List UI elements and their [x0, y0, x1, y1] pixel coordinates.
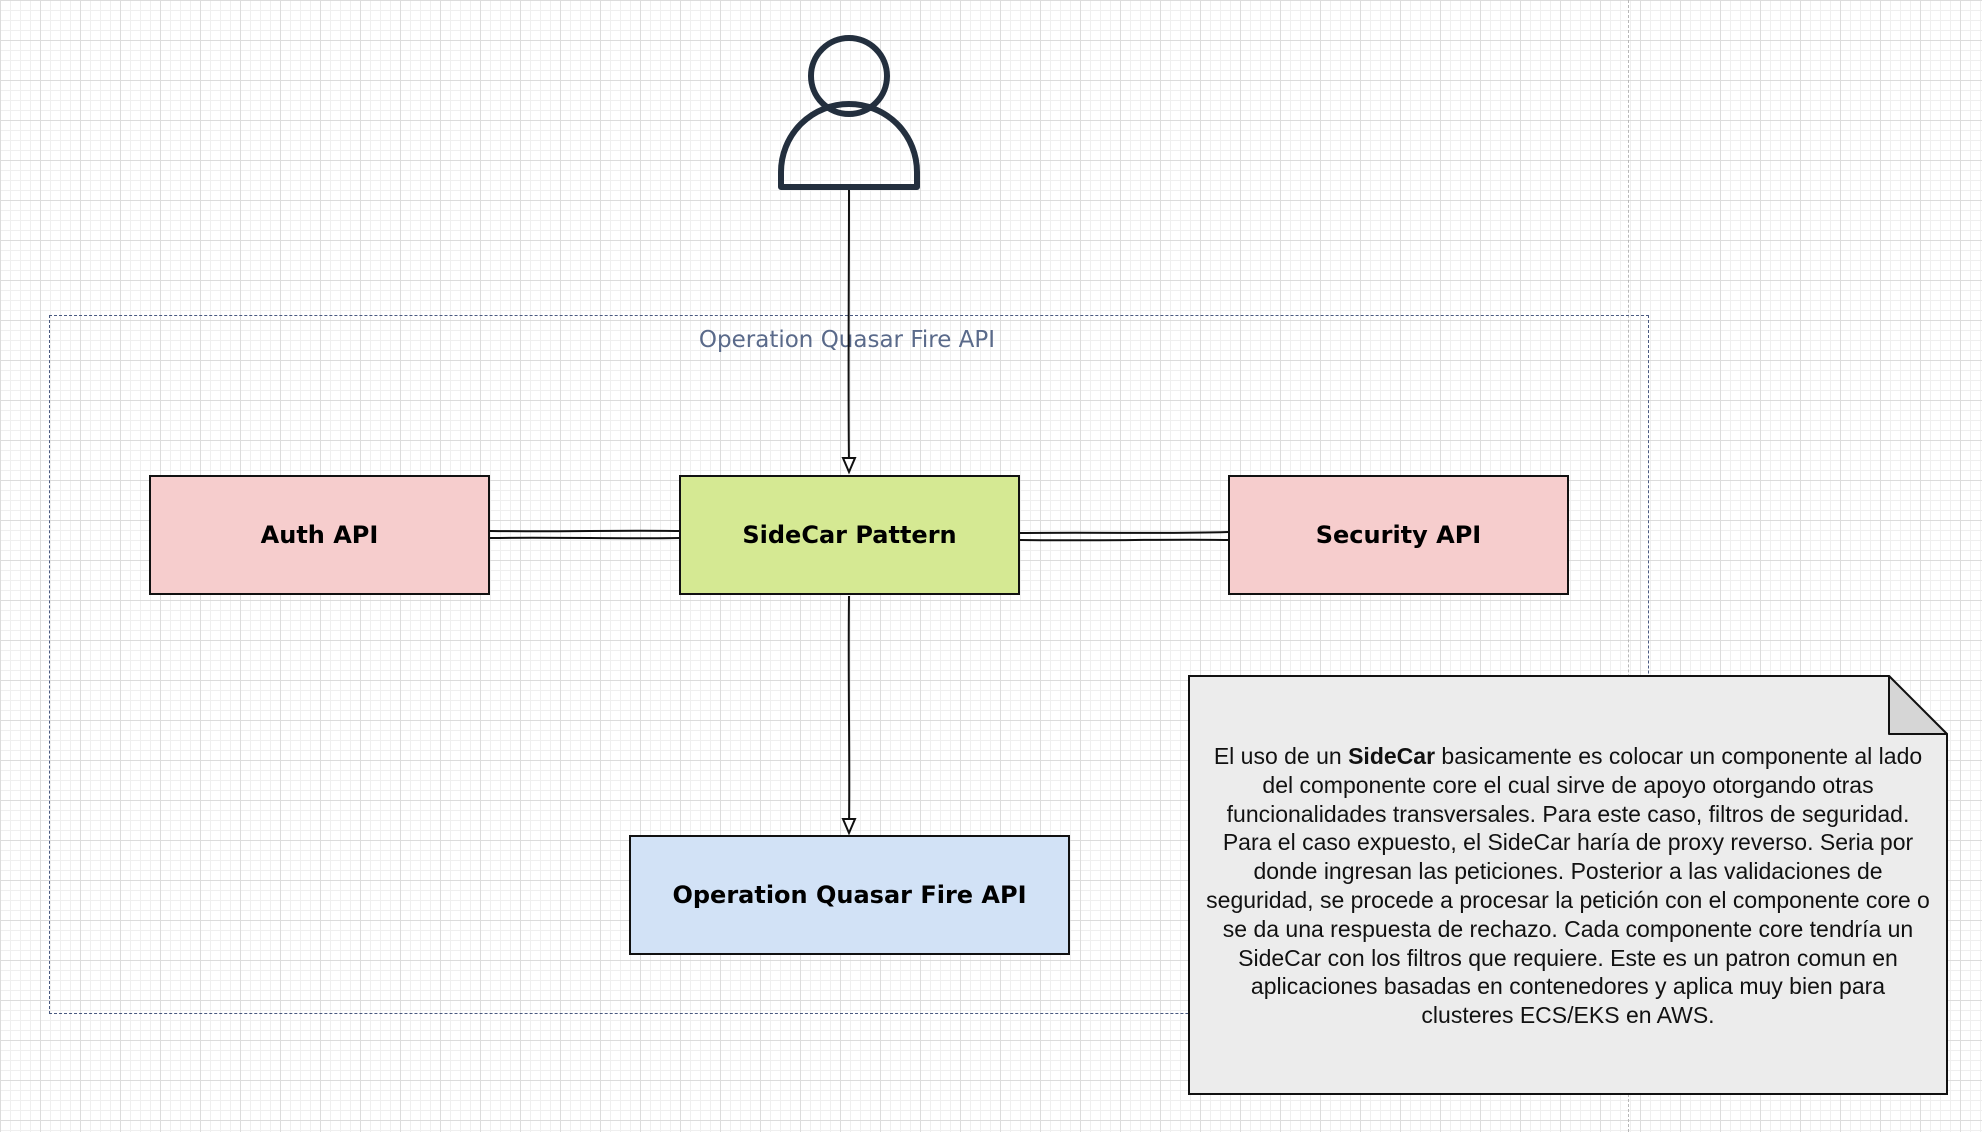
user-icon[interactable]: [778, 35, 920, 190]
core-api-node[interactable]: Operation Quasar Fire API: [629, 835, 1070, 955]
auth-api-node[interactable]: Auth API: [149, 475, 490, 595]
note-shape[interactable]: El uso de un SideCar basicamente es colo…: [1188, 675, 1948, 1095]
sidecar-pattern-node[interactable]: SideCar Pattern: [679, 475, 1020, 595]
note-line-1-prefix: El uso de un: [1213, 743, 1349, 769]
core-api-label: Operation Quasar Fire API: [672, 881, 1027, 909]
note-line: donde ingresan las peticiones. Posterior…: [1253, 858, 1883, 885]
note-line-1-suffix: basicamente es colocar un componente al …: [1435, 743, 1923, 769]
note-line: clusteres ECS/EKS en AWS.: [1421, 1002, 1715, 1029]
note-line: del componente core el cual sirve de apo…: [1262, 771, 1874, 798]
auth-api-label: Auth API: [260, 521, 379, 549]
note-line: SideCar con los filtros que requiere. Es…: [1238, 944, 1898, 971]
sidecar-pattern-label: SideCar Pattern: [742, 521, 957, 549]
note-line: funcionalidades transversales. Para este…: [1226, 800, 1910, 827]
note-line: se da una respuesta de rechazo. Cada com…: [1222, 915, 1914, 942]
note-line: seguridad, se procede a procesar la peti…: [1206, 886, 1930, 913]
security-api-node[interactable]: Security API: [1228, 475, 1569, 595]
note-line-1-bold: SideCar: [1348, 743, 1436, 769]
note-outline: [1188, 675, 1948, 1095]
note-line: Para el caso expuesto, el SideCar haría …: [1222, 829, 1914, 856]
note-line: aplicaciones basadas en contenedores y a…: [1250, 973, 1886, 1000]
security-api-label: Security API: [1315, 521, 1482, 549]
page-boundary-guide: [1628, 0, 1629, 1132]
note-line-1: El uso de un SideCar basicamente es colo…: [1188, 742, 1948, 771]
note-text: El uso de un SideCar basicamente es colo…: [1188, 742, 1948, 1030]
